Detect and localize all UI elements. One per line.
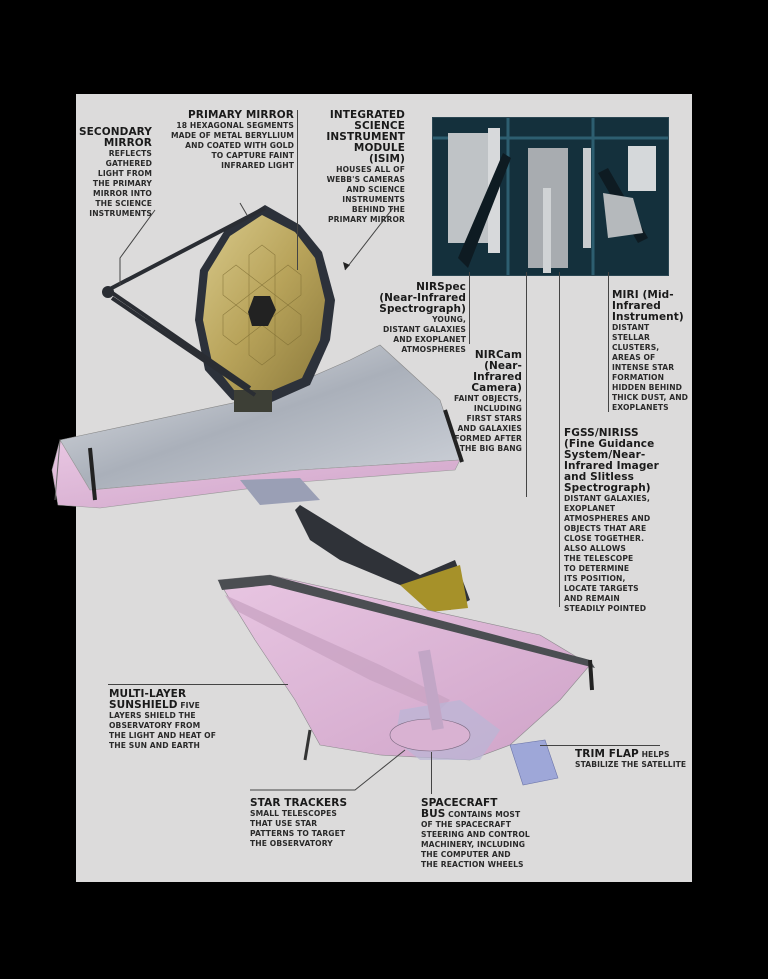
- label-trim-flap: TRIM FLAP HELPS STABILIZE THE SATELLITE: [575, 748, 687, 770]
- leader-sunshield: [108, 684, 288, 685]
- label-miri: MIRI (Mid- Infrared Instrument) DISTANT …: [612, 289, 689, 413]
- label-isim: INTEGRATED SCIENCE INSTRUMENT MODULE (IS…: [326, 109, 405, 225]
- label-fgs-niriss: FGSS/NIRISS (Fine Guidance System/Near- …: [564, 427, 659, 614]
- leader-fgs: [559, 272, 560, 607]
- label-sunshield: MULTI-LAYER SUNSHIELD FIVE LAYERS SHIELD…: [109, 688, 217, 751]
- top-secondary-struts: [106, 206, 266, 397]
- bottom-telescope: [217, 505, 595, 786]
- label-nircam: NIRCam (Near-Infrared Camera) FAINT OBJE…: [454, 349, 522, 454]
- leader-spacecraft-bus: [431, 752, 432, 794]
- leader-nirspec: [469, 272, 470, 344]
- leader-trim-flap: [540, 745, 660, 746]
- isim-inset-image: [432, 117, 669, 276]
- leader-miri: [608, 272, 609, 412]
- label-spacecraft-bus: SPACECRAFT BUS CONTAINS MOST OF THE SPAC…: [421, 797, 530, 870]
- leader-nircam: [526, 272, 527, 497]
- label-secondary-mirror: SECONDARY MIRROR REFLECTS GATHERED LIGHT…: [78, 126, 152, 219]
- label-nirspec: NIRSpec (Near-Infrared Spectrograph) YOU…: [379, 281, 466, 355]
- label-title: SECONDARY MIRROR: [78, 126, 152, 149]
- label-star-trackers: STAR TRACKERS SMALL TELESCOPES THAT USE …: [250, 797, 348, 849]
- leader-primary-mirror: [297, 110, 298, 270]
- label-primary-mirror: PRIMARY MIRROR 18 HEXAGONAL SEGMENTS MAD…: [171, 109, 294, 171]
- top-primary-mirror: [195, 205, 335, 412]
